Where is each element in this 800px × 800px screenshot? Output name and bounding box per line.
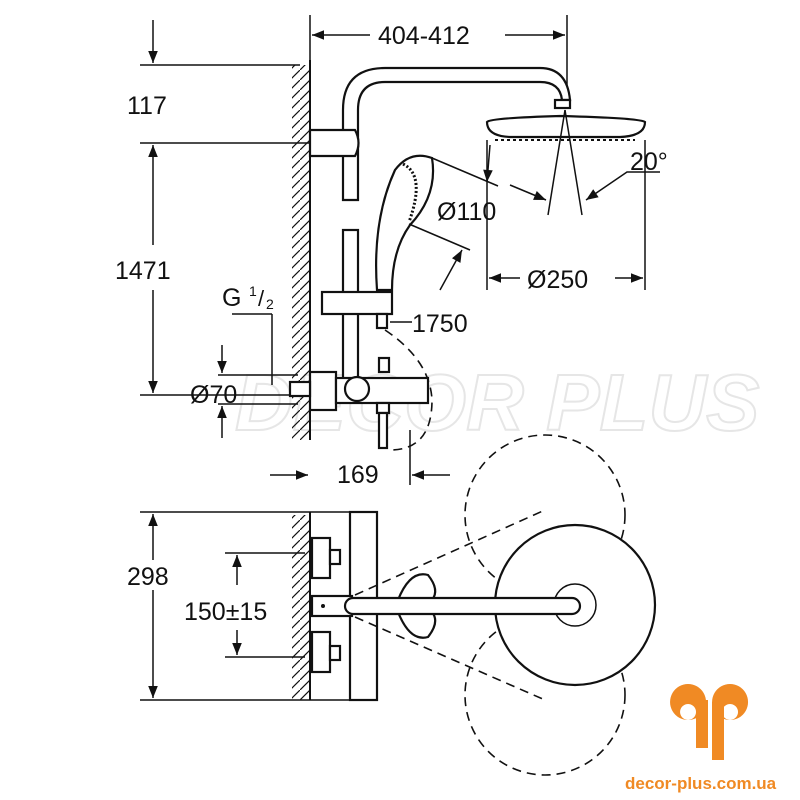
svg-text:/: / [258,286,265,311]
dim-spray-angle-label: 20° [630,148,668,176]
dim-rail-height-label: 1471 [115,257,171,285]
dim-top-view: 298 150±15 [127,511,377,701]
logo-url: decor-plus.com.ua [625,774,777,793]
dim-top-offset-label: 117 [127,92,167,120]
decor-plus-logo: decor-plus.com.ua [625,684,777,793]
thread-fraction-num: 1 [249,283,257,299]
dim-width-arm: 404-412 [309,15,568,95]
dim-rose-diameter-label: Ø70 [190,381,237,409]
dim-vertical-left: 117 1471 [115,20,330,396]
dim-head-diameter-label: Ø250 [527,266,588,294]
dim-handshower-diameter-label: Ø110 [437,198,496,226]
dim-connection: G 1 / 2 Ø70 [190,283,298,438]
dim-top-view-width-label: 298 [127,563,169,591]
wall-top [292,512,311,700]
mixer-body [288,356,430,450]
dim-head: 20° Ø250 [486,109,668,294]
dim-mixer-depth: 169 [270,430,450,489]
slider-and-hose: 1750 [320,290,468,451]
dim-width-arm-label: 404-412 [378,22,470,50]
thread-fraction-den: 2 [266,296,274,312]
shower-top-view [343,434,657,776]
dim-connection-spacing-label: 150±15 [184,598,267,626]
dim-mixer-depth-label: 169 [337,461,379,489]
hand-shower: Ø110 [375,144,499,292]
shower-column [308,66,647,397]
dim-hose-length-label: 1750 [412,310,468,338]
thread-label: G [222,284,241,312]
